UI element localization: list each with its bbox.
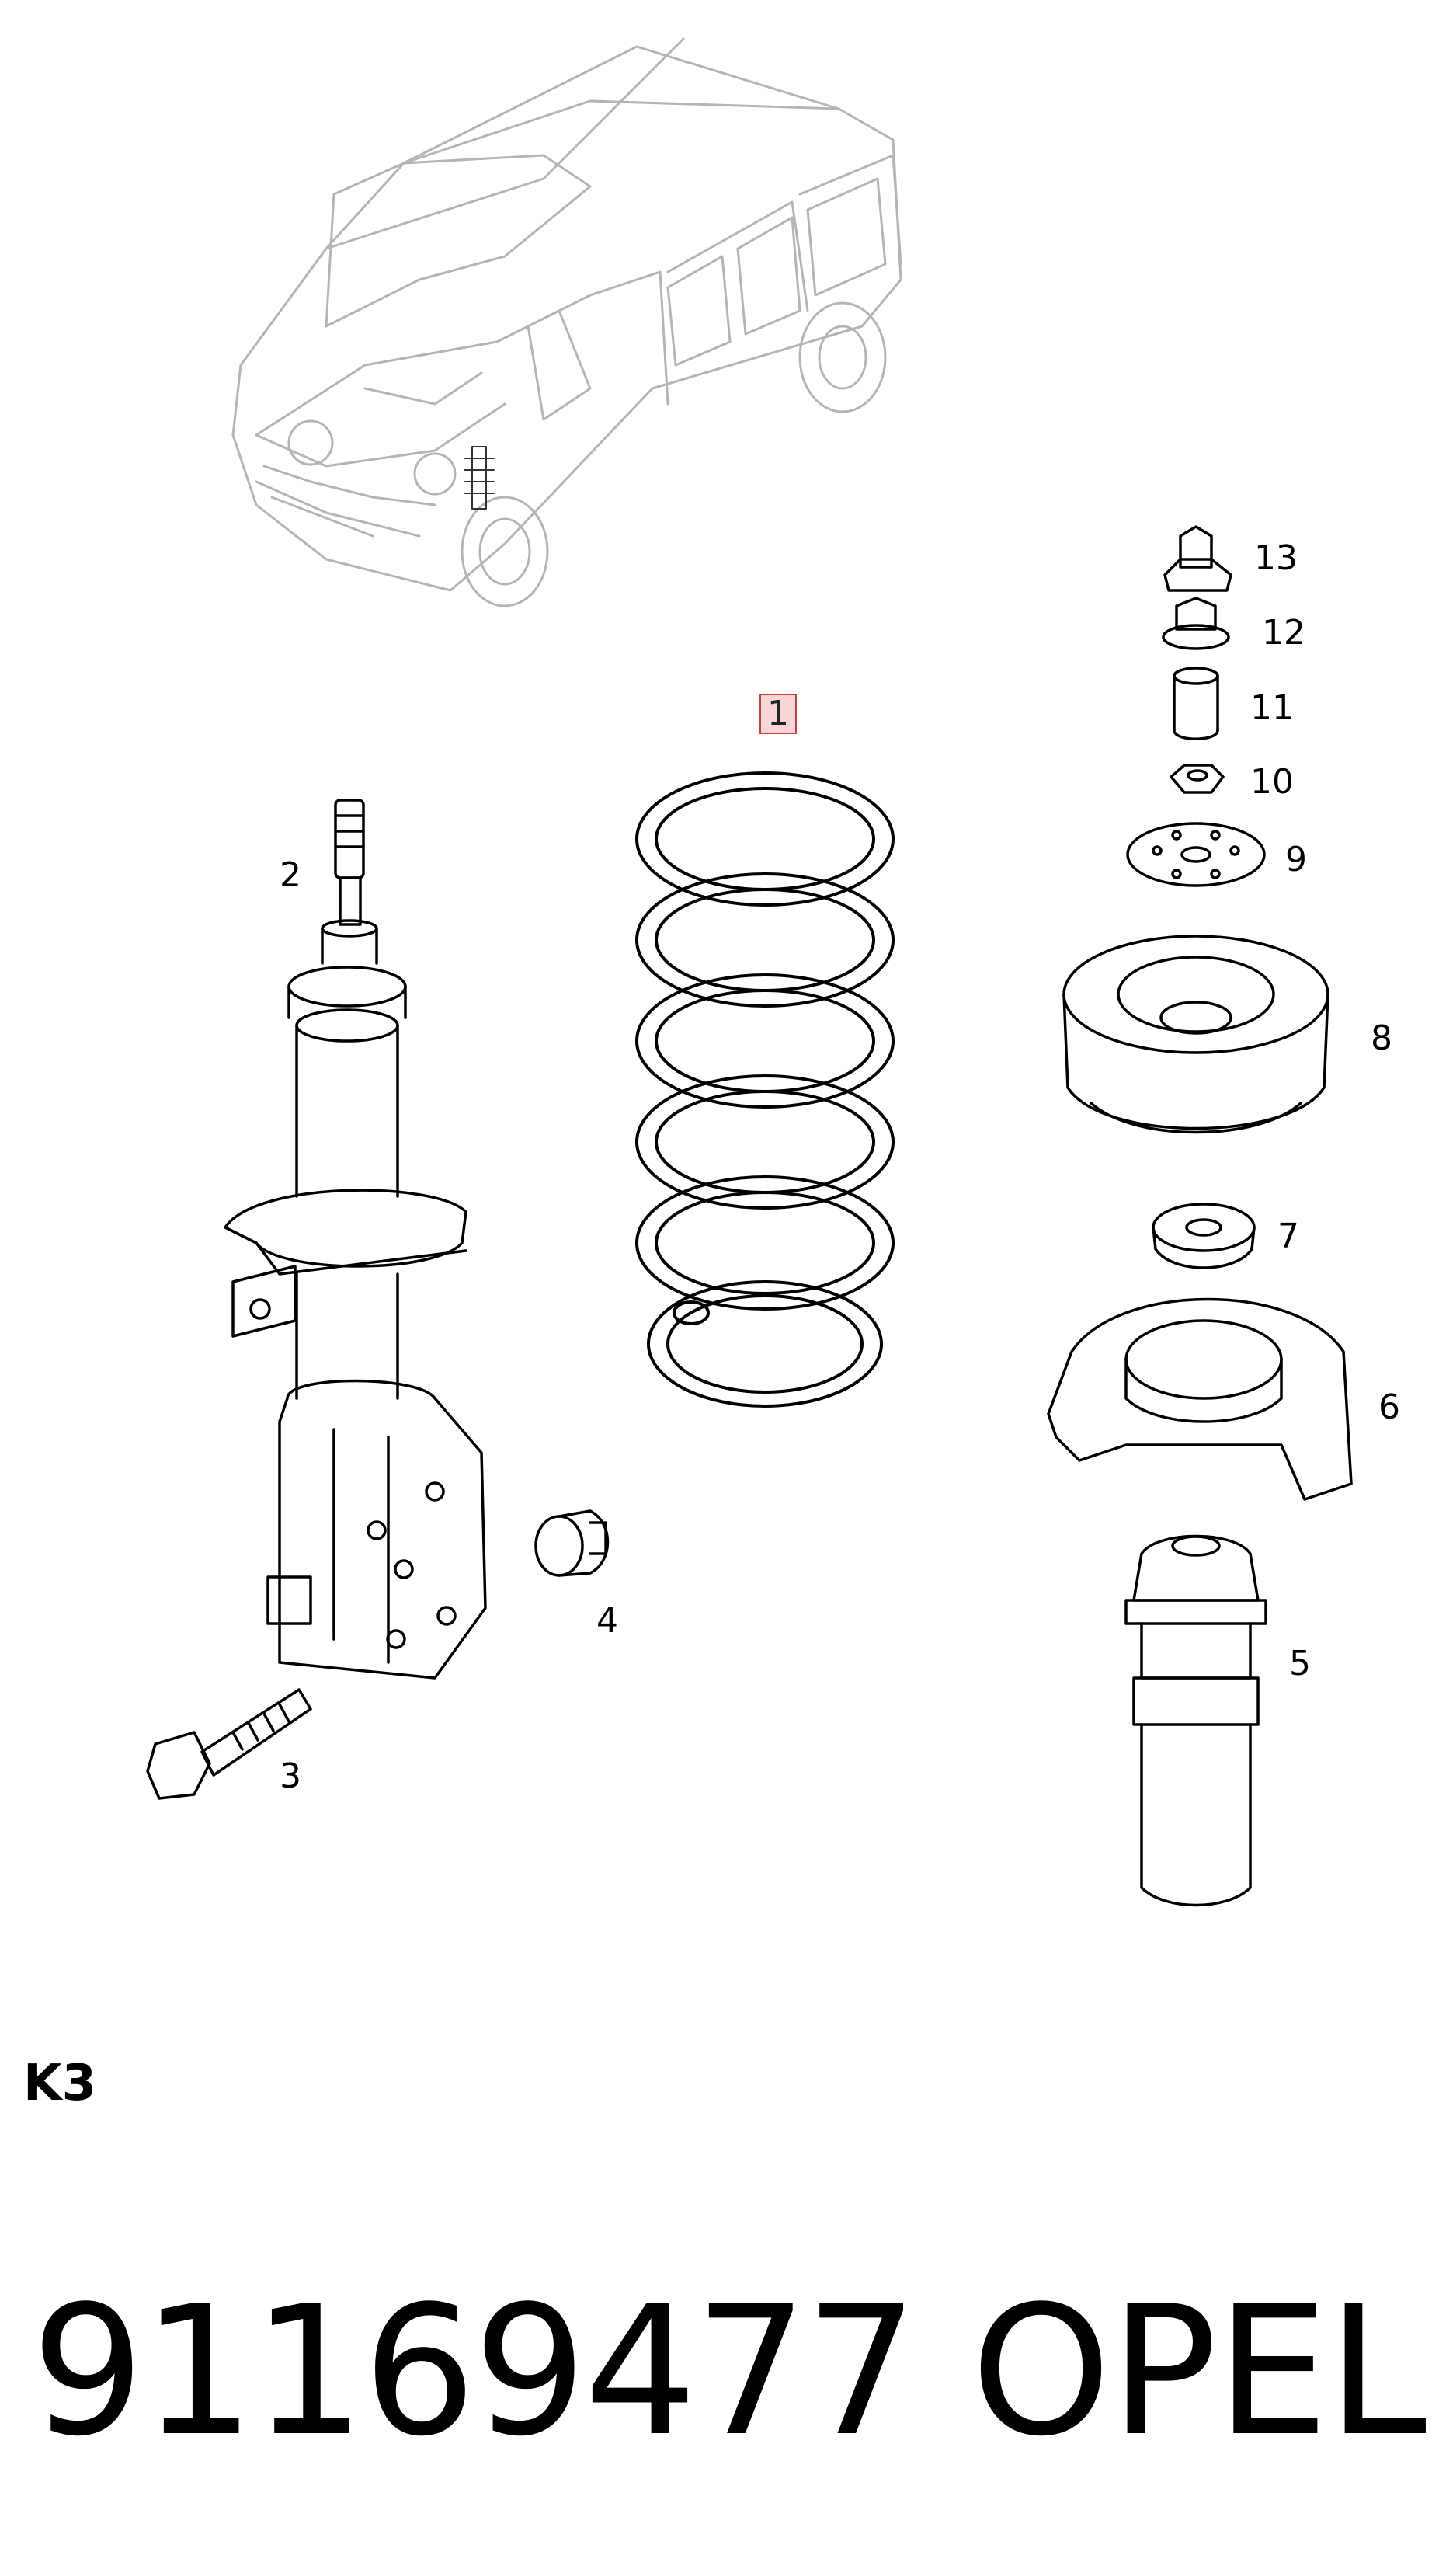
cap-13 bbox=[1163, 525, 1232, 592]
callout-12: 12 bbox=[1262, 613, 1305, 653]
coil-spring bbox=[635, 771, 895, 1408]
strut-location-marker bbox=[464, 446, 495, 510]
nut-10 bbox=[1170, 764, 1225, 794]
callout-10: 10 bbox=[1250, 762, 1294, 802]
callout-6: 6 bbox=[1378, 1387, 1400, 1427]
callout-9: 9 bbox=[1285, 840, 1307, 879]
washer-9 bbox=[1126, 822, 1266, 887]
flange-nut-12 bbox=[1162, 597, 1230, 650]
callout-7: 7 bbox=[1277, 1217, 1299, 1256]
bearing-7 bbox=[1152, 1203, 1256, 1269]
callout-3: 3 bbox=[280, 1756, 301, 1796]
shock-absorber-strut bbox=[224, 799, 487, 1680]
bump-stop-5 bbox=[1124, 1534, 1267, 1907]
strut-mount-8 bbox=[1062, 935, 1329, 1134]
callout-13: 13 bbox=[1254, 538, 1298, 578]
spacer-sleeve-11 bbox=[1173, 667, 1219, 740]
section-code: K3 bbox=[23, 2055, 97, 2112]
callout-8: 8 bbox=[1371, 1018, 1392, 1058]
van-illustration bbox=[231, 37, 902, 607]
exploded-parts-diagram bbox=[146, 37, 1353, 1907]
callout-2: 2 bbox=[280, 855, 301, 895]
rubber-bush bbox=[534, 1509, 610, 1577]
brand-name: OPEL bbox=[971, 2268, 1427, 2476]
spring-seat-6 bbox=[1047, 1297, 1353, 1501]
bolt bbox=[146, 1688, 312, 1800]
part-number: 91169477 bbox=[31, 2268, 919, 2476]
callout-11: 11 bbox=[1250, 688, 1294, 728]
callout-4: 4 bbox=[596, 1601, 618, 1641]
callout-5: 5 bbox=[1289, 1644, 1311, 1683]
callout-1: 1 bbox=[759, 694, 797, 734]
